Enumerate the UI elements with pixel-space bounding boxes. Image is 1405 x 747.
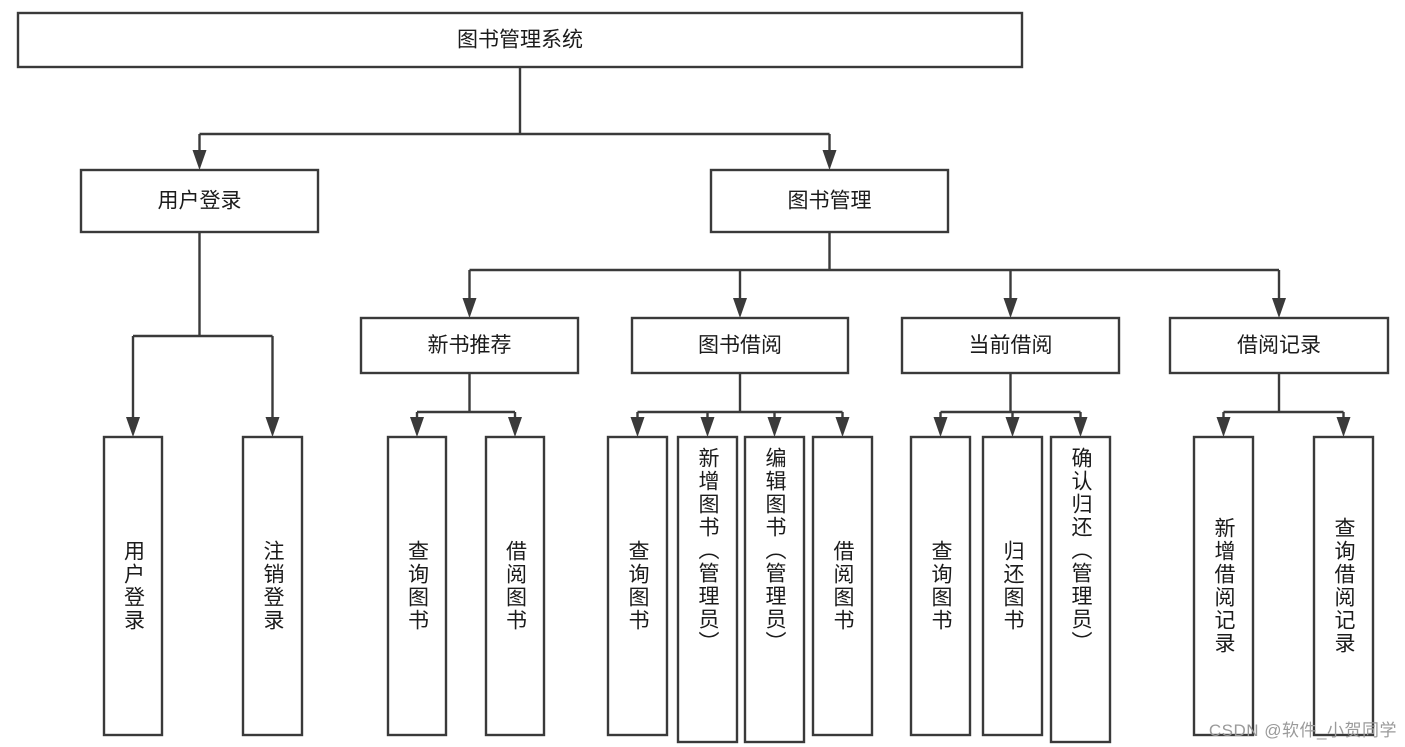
arrow-to-leaf-confirm-return: [1073, 417, 1088, 437]
connectors-layer: [126, 67, 1351, 437]
arrow-to-borrow-record: [1272, 298, 1286, 318]
node-current-borrow-label: 当前借阅: [969, 334, 1053, 357]
node-leaf-query-book-1[interactable]: [386, 435, 448, 737]
node-leaf-borrow-book-2[interactable]: [811, 435, 874, 737]
node-leaf-user-login[interactable]: [102, 435, 164, 737]
arrow-to-new-book-rec: [462, 298, 477, 318]
arrow-to-leaf-add-book: [700, 417, 715, 437]
arrow-to-leaf-edit-book: [767, 417, 782, 437]
node-book-borrow[interactable]: [630, 316, 850, 375]
node-book-manage-label: 图书管理: [788, 190, 872, 213]
boxes-layer: [16, 11, 1390, 744]
arrow-to-leaf-borrow-book-2: [835, 417, 850, 437]
arrow-to-leaf-logout: [265, 417, 280, 437]
node-leaf-confirm-return[interactable]: [1049, 435, 1112, 744]
arrow-to-user-login: [192, 150, 207, 170]
arrow-to-leaf-query-book-3: [933, 417, 948, 437]
arrow-to-current-borrow: [1003, 298, 1018, 318]
node-root[interactable]: [16, 11, 1024, 69]
node-book-manage[interactable]: [709, 168, 950, 234]
node-book-borrow-label: 图书借阅: [698, 334, 782, 357]
watermark-text: CSDN @软件_小贺同学: [1208, 721, 1397, 740]
arrow-to-book-manage: [822, 150, 837, 170]
arrow-to-leaf-return-book: [1005, 417, 1020, 437]
node-new-book-rec[interactable]: [359, 316, 580, 375]
node-current-borrow[interactable]: [900, 316, 1121, 375]
node-borrow-record[interactable]: [1168, 316, 1390, 375]
node-borrow-record-label: 借阅记录: [1237, 334, 1321, 357]
node-leaf-add-book[interactable]: [676, 435, 739, 744]
node-leaf-edit-book[interactable]: [743, 435, 806, 744]
node-leaf-borrow-book-1[interactable]: [484, 435, 546, 737]
arrow-to-leaf-query-book-1: [410, 417, 424, 437]
node-user-login-label: 用户登录: [158, 190, 242, 213]
node-leaf-query-record[interactable]: [1312, 435, 1375, 737]
node-new-book-rec-label: 新书推荐: [428, 334, 512, 357]
node-leaf-query-book-3[interactable]: [909, 435, 972, 737]
arrow-to-leaf-borrow-book-1: [508, 417, 522, 437]
arrow-to-leaf-query-book-2: [630, 417, 645, 437]
node-leaf-logout[interactable]: [241, 435, 304, 737]
node-root-label: 图书管理系统: [457, 29, 583, 52]
arrow-to-leaf-query-record: [1336, 417, 1351, 437]
node-user-login[interactable]: [79, 168, 320, 234]
arrow-to-book-borrow: [733, 298, 747, 318]
node-leaf-add-record[interactable]: [1192, 435, 1255, 737]
node-leaf-return-book[interactable]: [981, 435, 1044, 737]
node-leaf-query-book-2[interactable]: [606, 435, 669, 737]
arrow-to-leaf-add-record: [1216, 417, 1231, 437]
arrow-to-leaf-user-login: [126, 417, 140, 437]
